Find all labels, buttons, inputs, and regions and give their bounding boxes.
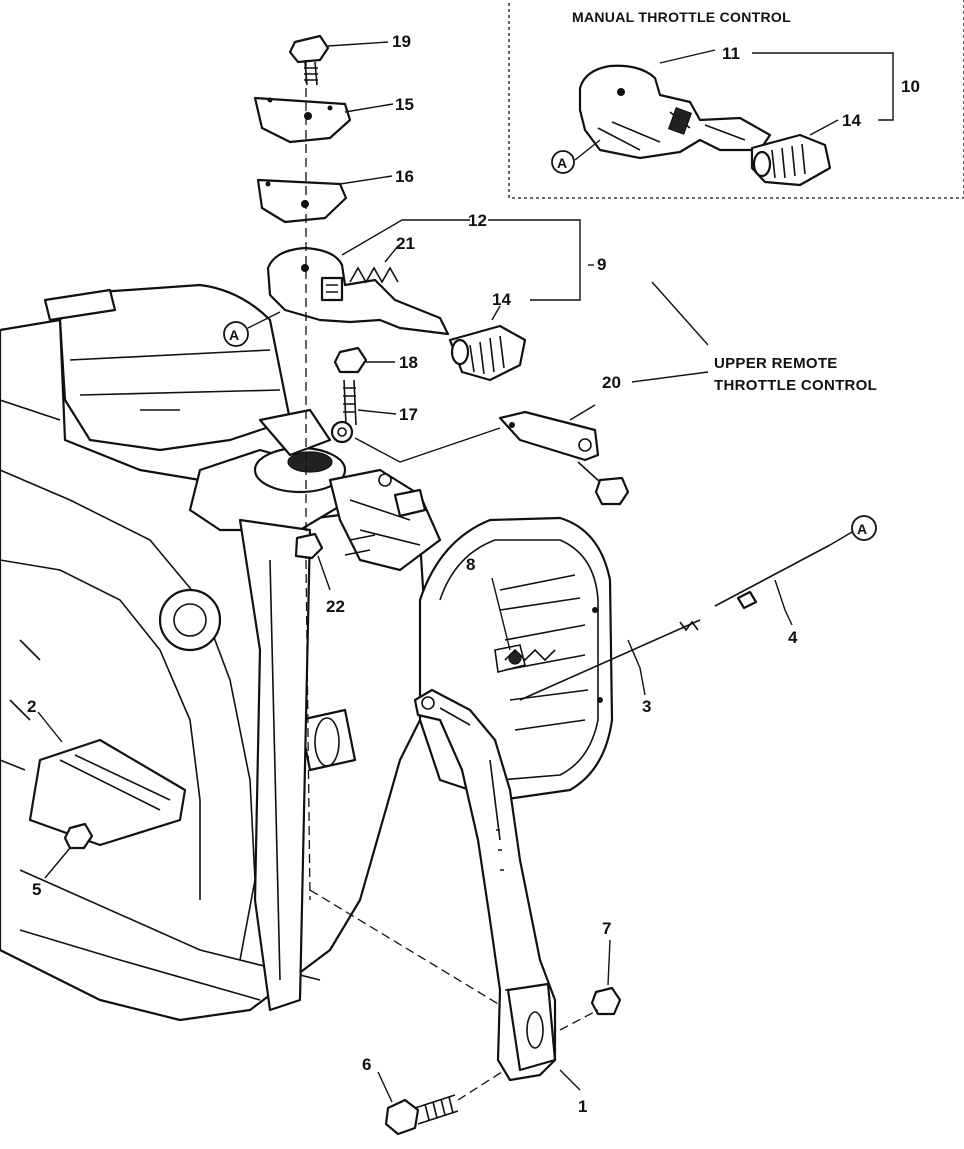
- callout-22: 22: [326, 597, 345, 616]
- callout-1: 1: [578, 1097, 587, 1116]
- inset-title: MANUAL THROTTLE CONTROL: [572, 9, 791, 25]
- ref-a-inset: A: [557, 155, 567, 171]
- spring-8: [504, 648, 556, 665]
- callout-8: 8: [466, 555, 475, 574]
- callout-15: 15: [395, 95, 414, 114]
- nut-22: [294, 532, 324, 560]
- stud-17: [343, 379, 357, 426]
- inset-throttle-lever: [578, 64, 772, 160]
- remote-title-line2: THROTTLE CONTROL: [714, 377, 877, 394]
- callout-12: 12: [468, 211, 487, 230]
- callout-10: 10: [901, 77, 920, 96]
- callout-21: 21: [396, 234, 415, 253]
- engine-block: [0, 283, 442, 1022]
- remote-bracket-20: [498, 410, 630, 506]
- bolt-6: [384, 1094, 459, 1136]
- manual-throttle-inset: MANUAL THROTTLE CONTROL A 11 10 14: [508, 0, 964, 199]
- callout-9: 9: [597, 255, 606, 274]
- callout-5: 5: [32, 880, 41, 899]
- bolt-5: [63, 822, 94, 850]
- callout-17: 17: [399, 405, 418, 424]
- linkage-hardware: [344, 473, 427, 556]
- callout-4: 4: [788, 628, 798, 647]
- throttle-knob-14: [448, 324, 527, 382]
- ref-a-lever: A: [229, 327, 239, 343]
- pedal-lever-1: [413, 688, 557, 1082]
- callout-19: 19: [392, 32, 411, 51]
- plate-15: [253, 96, 352, 144]
- bolt-19: [288, 34, 330, 86]
- spring-21: [349, 266, 399, 284]
- callout-6: 6: [362, 1055, 371, 1074]
- nut-18: [333, 346, 368, 374]
- callout-11: 11: [722, 44, 740, 63]
- callout-14-main: 14: [492, 290, 511, 309]
- callout-2: 2: [27, 697, 36, 716]
- ref-a-rod: A: [857, 521, 867, 537]
- lever-12: [266, 246, 450, 336]
- nut-7: [590, 986, 622, 1016]
- callout-16: 16: [395, 167, 414, 186]
- plate-16: [256, 178, 348, 224]
- callout-18: 18: [399, 353, 418, 372]
- callout-14-inset: 14: [842, 111, 861, 130]
- callout-3: 3: [642, 697, 651, 716]
- remote-title-line1: UPPER REMOTE: [714, 355, 838, 372]
- inset-throttle-knob: [750, 133, 832, 187]
- callout-7: 7: [602, 919, 611, 938]
- callout-20: 20: [602, 373, 621, 392]
